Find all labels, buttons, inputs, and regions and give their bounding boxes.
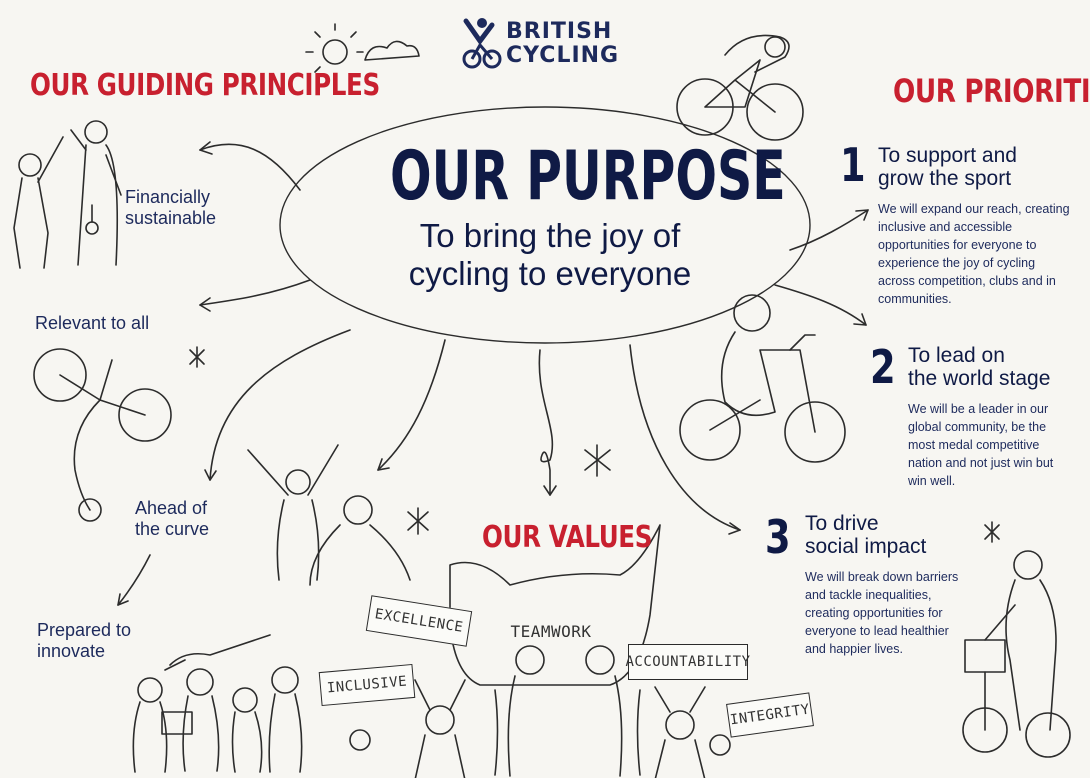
cheering-crowd-illustration [349,679,731,778]
arrow-to-cyclists [377,339,446,471]
priority-body: We will expand our reach, creating inclu… [878,202,1070,306]
arrow-to-priority-1 [789,209,869,251]
track-cyclist-illustration [676,34,804,141]
priority-body: We will break down barriers and tackle i… [805,570,959,656]
arrow-to-principle-1 [199,143,301,191]
priority-2: 2 To lead on the world stage We will be … [870,340,1075,492]
star-icon-2 [584,444,611,477]
british-cycling-logo: BRITISH CYCLING [462,15,627,71]
woman-with-bike-illustration [962,550,1071,758]
value-sign-teamwork: TEAMWORK [510,621,592,641]
priority-title-a: To lead on [908,344,1005,367]
priority-title-b: the world stage [908,367,1051,390]
girl-on-bike-illustration [679,294,846,463]
priority-title-a: To support and [878,144,1017,167]
logo-line-2: CYCLING [506,43,620,68]
cyclist-logo-icon [462,18,502,69]
arrow-to-values [538,349,554,496]
priority-number: 2 [870,340,896,394]
priority-body: We will be a leader in our global commun… [908,402,1054,488]
logo-line-1: BRITISH [506,19,613,44]
arrow-to-principle-3 [209,329,351,481]
sun-icon [305,23,364,81]
purpose-ellipse [279,106,811,344]
priority-number: 3 [765,510,791,564]
principle-ahead-of-curve: Ahead of the curve [135,498,210,539]
values-heading: OUR VALUES [482,520,653,555]
purpose-line-1: To bring the joy of [419,217,681,254]
priorities-heading: OUR PRIORITIES [893,72,1090,110]
priority-title-b: social impact [805,535,927,558]
star-icon-1 [189,346,205,368]
arrow-to-principle-2 [199,279,311,306]
celebrating-cyclists-illustration [247,444,411,586]
principle-prepared-to-innovate: Prepared to innovate [37,620,132,661]
values-banner-illustration [449,524,661,777]
priority-1: 1 To support and grow the sport We will … [840,138,1075,310]
star-icon-4 [984,521,1000,543]
priority-number: 1 [840,138,866,192]
principles-heading: OUR GUIDING PRINCIPLES [30,68,380,103]
principle-relevant-to-all: Relevant to all [35,313,150,333]
star-icon-3 [407,507,429,535]
arrow-principle-3-4 [117,554,151,606]
priority-3: 3 To drive social impact We will break d… [765,510,965,662]
bmx-rider-illustration [33,348,172,522]
purpose-line-2: cycling to everyone [408,255,692,292]
high-five-illustration [13,120,122,269]
priority-title-b: grow the sport [878,167,1012,190]
priority-title-a: To drive [805,512,879,535]
value-sign-accountability: ACCOUNTABILITY [626,644,750,680]
purpose-heading: OUR PURPOSE [390,137,786,216]
cloud-icon [364,40,420,61]
arrow-to-priority-2 [774,284,867,326]
arrow-to-priority-3 [629,344,741,531]
principle-financially-sustainable: Financially sustainable [125,187,217,228]
crowd-illustration [132,634,303,773]
